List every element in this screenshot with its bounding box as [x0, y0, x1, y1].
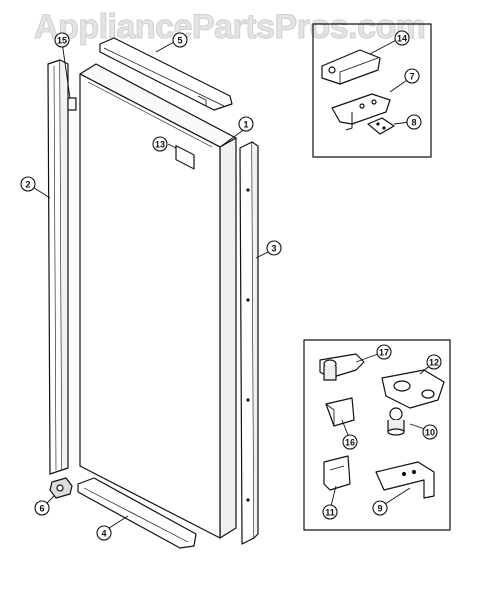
- callout-circle-1: [238, 116, 254, 132]
- callout-11: 11: [325, 508, 335, 518]
- callout-circle-8: [406, 114, 422, 130]
- callout-circle-13: [152, 136, 168, 152]
- top-hinge-cover: [321, 49, 381, 85]
- hinge-pin-lower: [387, 407, 405, 436]
- callout-1: 1: [243, 120, 248, 130]
- clip-part: [67, 97, 77, 111]
- left-trim: [47, 59, 69, 475]
- callout-circle-9: [372, 500, 388, 516]
- callout-circle-6: [34, 500, 50, 516]
- callout-13: 13: [155, 140, 165, 150]
- callout-7: 7: [409, 72, 414, 82]
- callout-3: 3: [271, 244, 276, 254]
- callout-circles: [20, 30, 442, 541]
- hinge-bracket-right: [375, 461, 435, 499]
- callout-circle-15: [54, 32, 70, 48]
- top-hinge-box: [312, 23, 432, 158]
- hinge-clip: [325, 397, 355, 427]
- callout-2: 2: [25, 180, 30, 190]
- callout-circle-12: [426, 354, 442, 370]
- bottom-cap: [77, 477, 197, 549]
- callout-circle-14: [394, 30, 410, 46]
- callout-circle-11: [322, 504, 338, 520]
- callout-labels: 1 2 3 4 5 6 7 8 9 10 11 12 13 14 15 16 1…: [25, 34, 439, 539]
- callout-circle-2: [20, 176, 36, 192]
- callout-circle-10: [422, 424, 438, 440]
- top-hinge-bracket: [331, 93, 391, 131]
- callout-circle-3: [266, 240, 282, 256]
- callout-circle-5: [172, 32, 188, 48]
- callout-circle-17: [376, 344, 392, 360]
- callout-8: 8: [411, 118, 416, 128]
- top-cap: [99, 37, 233, 111]
- bottom-bushing: [49, 477, 73, 499]
- callout-10: 10: [425, 428, 435, 438]
- callout-16: 16: [345, 438, 355, 448]
- callout-15: 15: [57, 36, 67, 46]
- callout-circle-4: [96, 525, 112, 541]
- hinge-shim: [367, 117, 395, 135]
- hinge-plate: [381, 369, 445, 409]
- label-plate: [175, 145, 195, 170]
- bottom-hinge-box: [303, 339, 451, 531]
- callout-14: 14: [397, 34, 407, 44]
- door-panel: [79, 63, 237, 539]
- callout-5: 5: [177, 36, 182, 46]
- watermark: AppliancePartsPros.com: [33, 8, 426, 47]
- hinge-bracket-left: [323, 455, 351, 491]
- callout-17: 17: [379, 348, 389, 358]
- right-trim: [239, 141, 259, 545]
- callout-6: 6: [39, 504, 44, 514]
- hinge-pin-upper: [319, 353, 365, 381]
- callout-9: 9: [377, 504, 382, 514]
- callout-4: 4: [101, 529, 106, 539]
- callout-circle-7: [404, 68, 420, 84]
- callout-12: 12: [429, 358, 439, 368]
- callout-circle-16: [342, 434, 358, 450]
